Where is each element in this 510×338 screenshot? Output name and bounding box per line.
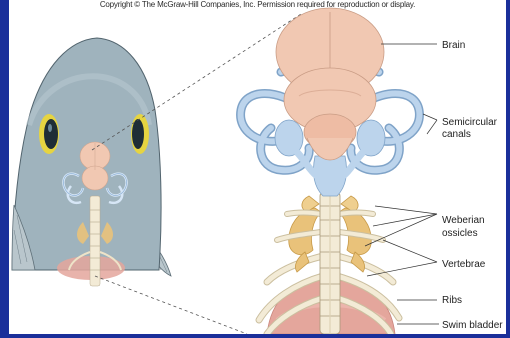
- label-vertebrae: Vertebrae: [442, 259, 486, 270]
- fish-head-illustration: [12, 38, 171, 286]
- label-canals: canals: [442, 129, 471, 140]
- label-ossicles: ossicles: [442, 228, 478, 239]
- label-swim-bladder: Swim bladder: [442, 320, 503, 331]
- vertebral-column: [320, 192, 340, 334]
- label-leader-lines: [365, 44, 439, 324]
- label-weberian: Weberian: [442, 215, 485, 226]
- label-brain: Brain: [442, 40, 465, 51]
- label-semicircular: Semicircular: [442, 117, 498, 128]
- fish-eye-right: [131, 114, 149, 154]
- anatomy-diagram: Brain Semicircular canals Weberian ossic…: [9, 0, 506, 334]
- diagram-slide: Copyright © The McGraw-Hill Companies, I…: [9, 0, 506, 334]
- enlarged-anatomy: [241, 8, 420, 334]
- fish-eye-left: [39, 114, 59, 154]
- label-ribs: Ribs: [442, 295, 462, 306]
